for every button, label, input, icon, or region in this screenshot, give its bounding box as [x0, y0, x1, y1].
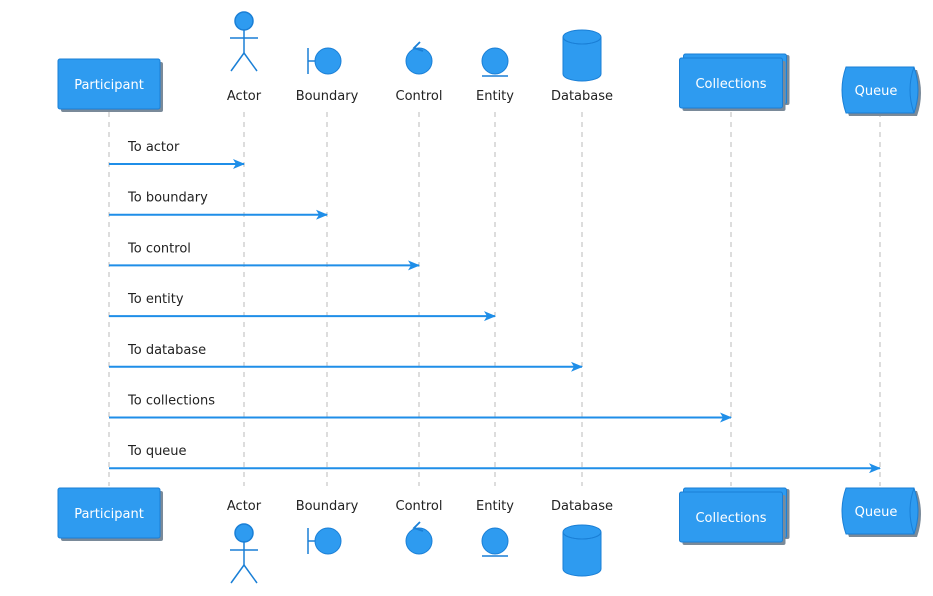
participant-entity-bottom-label: Entity	[476, 499, 514, 514]
participant-control-bottom-icon	[405, 521, 433, 555]
participant-database-bottom-label: Database	[551, 499, 613, 514]
message-label-boundary: To boundary	[127, 191, 208, 206]
participant-participant-bottom-label: Participant	[74, 507, 144, 522]
participant-collections-bottom: Collections	[679, 487, 790, 545]
participant-queue-bottom: Queue	[841, 487, 921, 537]
participant-control-top-icon	[405, 41, 433, 75]
participant-collections-top: Collections	[679, 53, 790, 111]
participant-participant-top-label: Participant	[74, 78, 144, 93]
participant-database-top-icon	[562, 29, 602, 82]
message-label-collections: To collections	[127, 394, 215, 409]
participant-control-bottom-label: Control	[396, 499, 443, 514]
participant-database-top-label: Database	[551, 89, 613, 104]
message-label-control: To control	[127, 241, 191, 256]
participant-actor-bottom-icon	[230, 523, 258, 584]
participant-boundary-bottom-icon	[307, 527, 342, 555]
participant-collections-top-label: Collections	[695, 77, 766, 92]
participant-boundary-top-label: Boundary	[296, 89, 359, 104]
participant-entity-bottom-icon	[481, 527, 509, 557]
participant-boundary-top-icon	[307, 47, 342, 75]
message-label-actor: To actor	[127, 140, 180, 155]
participant-queue-top: Queue	[841, 66, 921, 116]
participant-actor-top-icon	[230, 11, 258, 72]
participant-queue-bottom-label: Queue	[855, 505, 898, 520]
participant-participant-bottom: Participant	[57, 487, 163, 541]
participant-control-top-label: Control	[396, 89, 443, 104]
message-label-entity: To entity	[127, 292, 184, 307]
participant-database-bottom-icon	[562, 524, 602, 577]
participant-actor-top-label: Actor	[227, 89, 262, 104]
participant-collections-bottom-label: Collections	[695, 511, 766, 526]
participant-entity-top-icon	[481, 47, 509, 77]
participant-entity-top-label: Entity	[476, 89, 514, 104]
message-label-queue: To queue	[127, 444, 187, 459]
participant-participant-top: Participant	[57, 58, 163, 112]
participant-actor-bottom-label: Actor	[227, 499, 262, 514]
participant-queue-top-label: Queue	[855, 84, 898, 99]
message-label-database: To database	[127, 343, 206, 358]
participant-boundary-bottom-label: Boundary	[296, 499, 359, 514]
